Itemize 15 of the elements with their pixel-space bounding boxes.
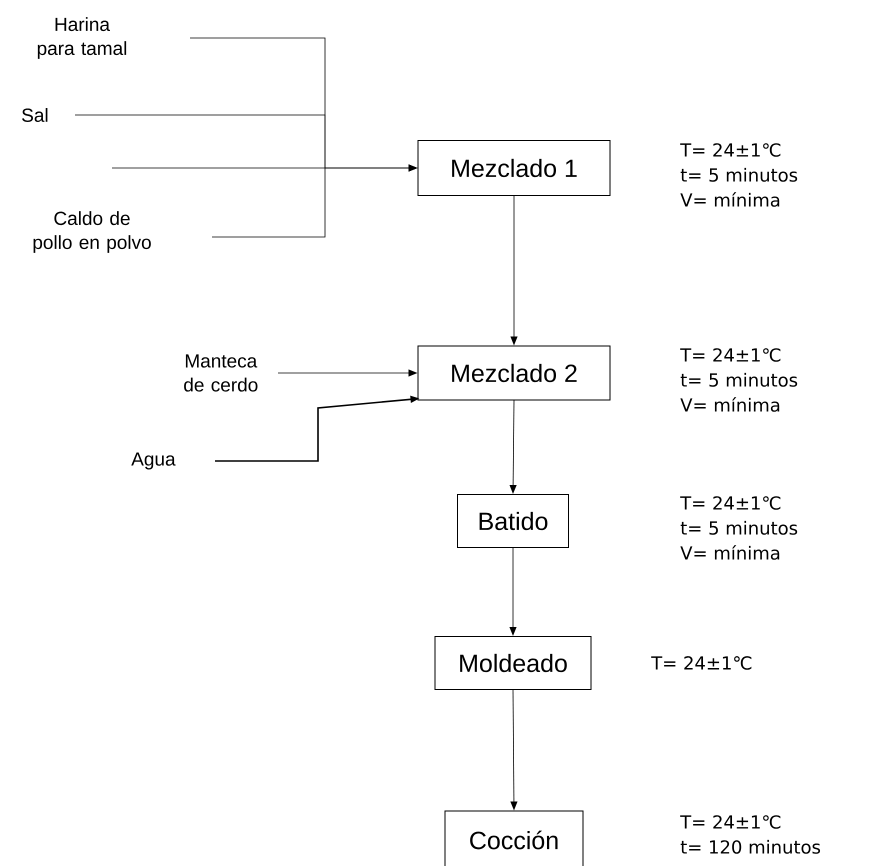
process-box: Mezclado 2 bbox=[418, 346, 610, 400]
condition-text: T= 24±1℃ t= 5 minutos V= mínima bbox=[680, 496, 798, 560]
condition-text: T= 24±1℃ t= 120 minutos bbox=[680, 815, 820, 854]
condition-text: T= 24±1℃ t= 5 minutos V= mínima bbox=[680, 143, 798, 207]
process-box: Moldeado bbox=[434, 636, 592, 690]
process-box: Mezclado 1 bbox=[418, 140, 610, 196]
process-box: Batido bbox=[457, 494, 569, 548]
condition-text: T= 24±1℃ t= 5 minutos V= mínima bbox=[680, 348, 798, 412]
input-label: Agua bbox=[131, 452, 176, 470]
condition-text: T= 24±1℃ bbox=[651, 656, 752, 670]
input-label: Sal bbox=[22, 108, 48, 122]
input-label: Caldo de pollo en polvo bbox=[34, 211, 151, 253]
input-label: Manteca de cerdo bbox=[184, 354, 258, 392]
process-box: Cocción bbox=[444, 810, 584, 866]
input-label: Harina para tamal bbox=[38, 17, 126, 59]
